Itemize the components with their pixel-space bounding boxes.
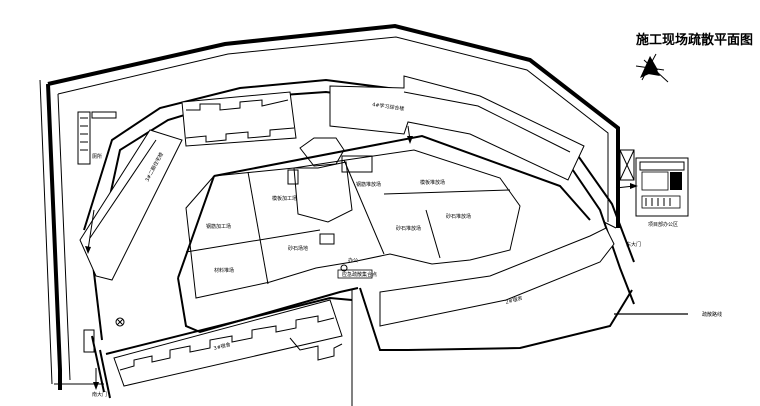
legend-label: 疏散路线 [702, 311, 722, 318]
plan-title: 施工现场疏散平面图 [636, 32, 753, 48]
evacuation-arrows [85, 125, 638, 390]
building-right: 2#宿舍 [379, 227, 615, 327]
building-top-left [181, 91, 297, 147]
area-material-stock: 材料堆场 [214, 267, 234, 274]
assembly-point: 应急疏散集合点 办公 [337, 257, 377, 279]
office-block-label: 项目部办公区 [648, 221, 678, 228]
office-label: 办公 [348, 257, 358, 264]
yard-area: 钢筋加工场 模板加工场 钢筋堆放场 模板堆放场 材料堆场 砂石场地 砂石堆放场 … [185, 137, 521, 299]
legend: 疏散路线 [614, 311, 722, 318]
building-left: 3#二期住宅楼 [79, 129, 183, 281]
north-arrow-icon [635, 53, 669, 83]
site-boundary [39, 23, 620, 390]
building-top-label: 4#学习综合楼 [372, 101, 405, 112]
area-mix-stock: 砂石堆放场 [446, 213, 471, 220]
building-top: 4#学习综合楼 [329, 75, 585, 181]
building-bottom: 3#宿舍 [113, 299, 343, 387]
area-rebar-processing: 钢筋加工场 [206, 223, 231, 230]
left-facilities: 厕所 南大门 [77, 111, 125, 398]
office-block: 项目部办公区 东大门 [619, 149, 689, 248]
building-bottom-label: 3#宿舍 [213, 341, 232, 352]
assembly-point-label: 应急疏散集合点 [342, 271, 377, 278]
area-sand: 砂石场地 [288, 245, 308, 252]
gate-bottom-label: 南大门 [92, 391, 107, 398]
building-right-label: 2#宿舍 [505, 294, 524, 306]
bottom-edge [54, 290, 353, 406]
area-rebar-stock: 钢筋堆放场 [356, 181, 381, 188]
area-template-stock: 模板堆放场 [420, 179, 445, 186]
area-sand-stock: 砂石堆放场 [396, 225, 421, 232]
gate-right-label: 东大门 [626, 241, 641, 248]
toilet-label: 厕所 [92, 153, 102, 160]
area-formwork-processing: 模板加工场 [272, 195, 297, 202]
fire-hydrant-icon [115, 317, 125, 327]
